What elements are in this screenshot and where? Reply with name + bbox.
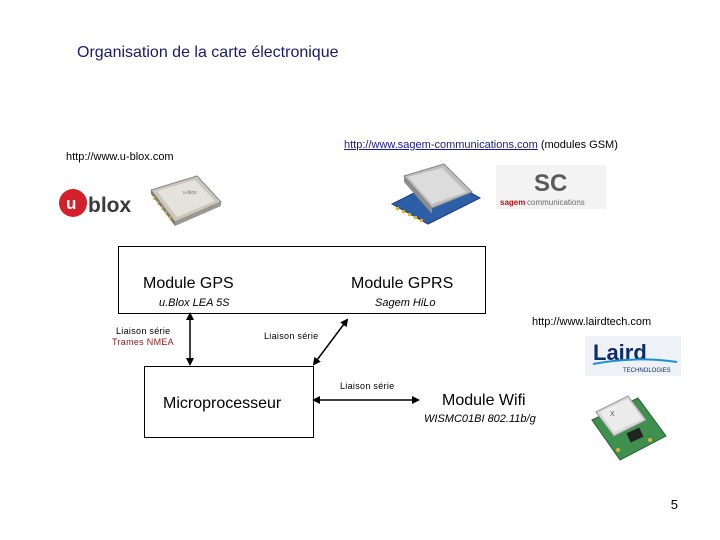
gps-module-part: u.Blox LEA 5S: [159, 297, 230, 309]
sagem-url-line: http://www.sagem-communications.com (mod…: [344, 139, 618, 151]
page-title: Organisation de la carte électronique: [77, 44, 339, 61]
laird-logo-sub: TECHNOLOGIES: [623, 368, 671, 374]
wifi-cpu-label: Liaison série: [340, 381, 395, 391]
wifi-module-part: WISMC01BI 802.11b/g: [424, 413, 536, 425]
gprs-module-image: [388, 158, 484, 232]
laird-url[interactable]: http://www.lairdtech.com: [532, 316, 652, 328]
gps-module-image: u-blox: [145, 170, 225, 232]
sagem-url[interactable]: http://www.sagem-communications.com: [344, 139, 538, 151]
svg-text:blox: blox: [88, 194, 131, 217]
ublox-logo: u blox: [58, 186, 133, 220]
gprs-module-name: Module GPRS: [351, 275, 454, 292]
gprs-module-part: Sagem HiLo: [375, 297, 436, 309]
ublox-url[interactable]: http://www.u-blox.com: [66, 151, 174, 163]
sagem-logo: SC sagem communications: [496, 165, 606, 209]
svg-text:u-blox: u-blox: [183, 190, 197, 196]
gps-module-name: Module GPS: [143, 275, 234, 292]
sagem-logo-sagem: sagem: [500, 198, 525, 207]
cpu-module-name: Microprocesseur: [163, 395, 282, 412]
sagem-logo-communications: communications: [527, 198, 585, 207]
page-number: 5: [670, 497, 678, 512]
gps-cpu-label-serial: Liaison série: [116, 326, 171, 336]
svg-text:X: X: [610, 411, 615, 418]
gprs-cpu-label: Liaison série: [264, 331, 319, 341]
gps-gprs-box: Module GPS u.Blox LEA 5S Module GPRS Sag…: [118, 246, 486, 314]
wifi-module-name: Module Wifi: [442, 392, 526, 409]
wifi-module-image: X: [588, 390, 668, 466]
gprs-cpu-arrow: [312, 318, 349, 366]
gps-cpu-label-nmea: Trames NMEA: [112, 337, 174, 347]
svg-text:u: u: [66, 194, 76, 213]
cpu-box: Microprocesseur: [144, 366, 314, 438]
sagem-logo-sc: SC: [534, 170, 567, 197]
sagem-url-note: (modules GSM): [537, 139, 618, 151]
laird-logo: Laird TECHNOLOGIES: [585, 336, 681, 376]
